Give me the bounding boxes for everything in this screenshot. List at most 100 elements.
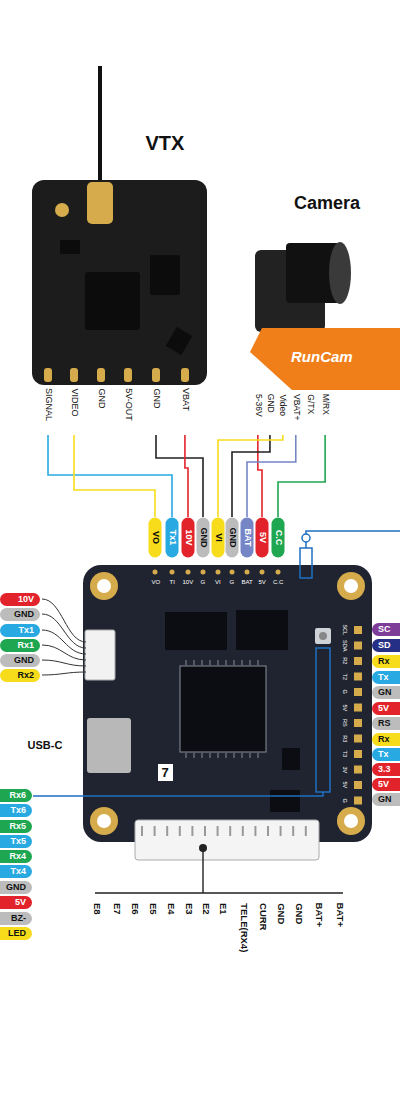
pin-tag: GND <box>197 517 210 557</box>
silkscreen: 3V <box>341 766 347 773</box>
mcu-pin <box>186 660 187 665</box>
pin-label: E7 <box>112 903 122 915</box>
pin-tag: GND <box>0 881 32 894</box>
connector-pin <box>254 826 256 836</box>
pin-label: E8 <box>92 903 102 915</box>
chip <box>236 610 288 650</box>
pin-tag: 5V <box>256 517 269 557</box>
pin-tag: GN <box>372 686 400 699</box>
pin-tag: Rx5 <box>0 820 32 833</box>
pad <box>230 570 235 575</box>
silkscreen: VI <box>215 579 221 585</box>
pad <box>354 673 362 681</box>
pad <box>354 719 362 727</box>
vtx-chip <box>166 327 193 355</box>
pad <box>170 570 175 575</box>
pin-tag: 10V <box>182 517 195 557</box>
pin-name: Tx4 <box>10 867 26 876</box>
mcu-pin <box>194 660 195 665</box>
vtx-module <box>32 66 207 385</box>
wire <box>48 435 172 517</box>
connector-pin <box>280 826 282 836</box>
brand-logo: RunCam <box>291 349 353 364</box>
title: Camera <box>294 194 360 212</box>
wire <box>185 435 188 517</box>
pin-label: CURR <box>258 903 268 930</box>
pin-name: 3.3 <box>378 765 391 774</box>
connector-pin <box>191 826 193 836</box>
pin-name: SC <box>378 625 391 634</box>
pin-label: E1 <box>218 903 228 915</box>
vtx-chip <box>85 272 140 330</box>
pin-label: E2 <box>201 903 211 915</box>
pin-label: E5 <box>148 903 158 915</box>
pad <box>354 797 362 805</box>
pin-label: VIDEO <box>70 388 79 416</box>
wire <box>247 435 296 517</box>
pin-name: Rx5 <box>9 822 26 831</box>
mcu <box>180 666 266 752</box>
connector-pin <box>204 826 206 836</box>
pin-label: M/RX <box>321 394 330 415</box>
connector-pin <box>267 826 269 836</box>
pin-label: VBAT <box>180 388 189 411</box>
pin-name: 5V <box>15 898 26 907</box>
mount-hole <box>90 807 118 835</box>
pin-tag: GND <box>0 654 40 667</box>
mcu-pin <box>210 753 211 758</box>
pin-tag: 10V <box>0 593 40 606</box>
pad <box>354 657 362 665</box>
pin-name: GN <box>378 688 392 697</box>
vtx-board <box>32 180 207 385</box>
flight-controller <box>83 548 372 860</box>
pin-tag: 5V <box>0 896 32 909</box>
logo: 7 <box>158 764 173 781</box>
pin-label: E6 <box>130 903 140 915</box>
pin-name: 10V <box>18 595 34 604</box>
silkscreen: SCL <box>341 624 347 635</box>
pin-label: VBAT+ <box>292 394 301 421</box>
pin-name: Rx <box>378 657 390 666</box>
wire <box>74 435 155 517</box>
pin-label: BAT+ <box>314 903 324 927</box>
pad <box>354 750 362 758</box>
pin-name: Tx <box>378 673 389 682</box>
pin-tag: Tx4 <box>0 865 32 878</box>
pad <box>354 735 362 743</box>
pad <box>186 570 191 575</box>
chip <box>165 612 227 650</box>
pad <box>260 570 265 575</box>
pad <box>216 570 221 575</box>
pin-label: TELE(RX4) <box>239 903 249 952</box>
pin-name: Rx4 <box>9 852 26 861</box>
pin-label: SIGNAL <box>44 388 53 421</box>
leader-dot <box>302 534 310 542</box>
mcu-pin <box>202 753 203 758</box>
mcu-pin <box>226 660 227 665</box>
pin-tag: Rx <box>372 655 400 668</box>
leader-lines <box>33 531 400 893</box>
pad <box>354 626 362 634</box>
pin-label: GND <box>294 903 304 924</box>
button <box>55 203 69 217</box>
hole <box>344 814 358 828</box>
pin-name: VI <box>214 533 223 542</box>
vtx-module: VTXSIGNALVIDEOGND5V-OUTGNDVBAT <box>25 120 220 435</box>
blue-leader <box>33 792 323 796</box>
wire <box>278 435 325 517</box>
pad <box>276 570 281 575</box>
pin-name: 10V <box>184 529 193 545</box>
pin-name: GND <box>14 610 34 619</box>
mcu-pin <box>226 753 227 758</box>
pin-label: GND <box>152 388 161 408</box>
antenna <box>98 66 102 190</box>
pin-name: Rx <box>378 735 390 744</box>
pin-name: Tx1 <box>18 626 34 635</box>
silkscreen: VO <box>152 579 161 585</box>
pin-tag: Tx <box>372 671 400 684</box>
silkscreen: G <box>341 690 347 694</box>
mcu-pin <box>250 660 251 665</box>
connector-pin <box>141 826 143 836</box>
pin-tag: BAT <box>241 517 254 557</box>
pad <box>354 766 362 774</box>
